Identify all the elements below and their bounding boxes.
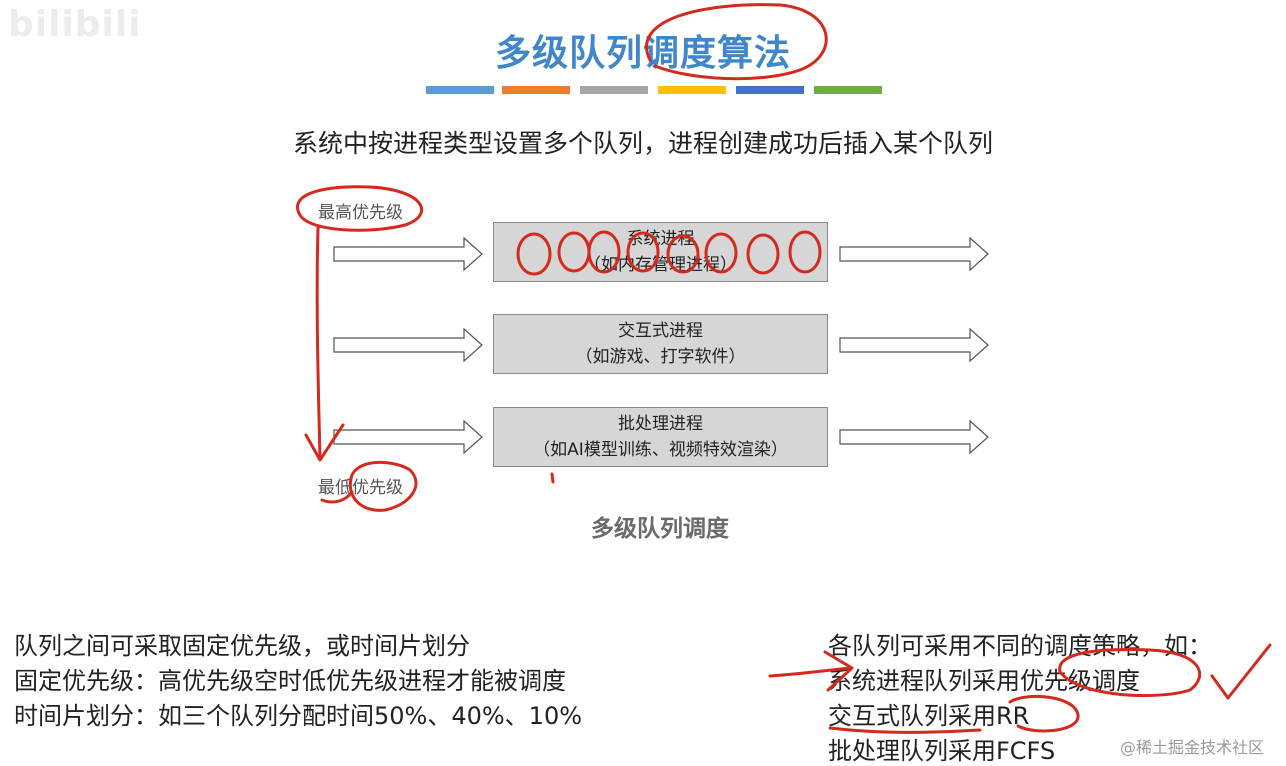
note-left-3: 时间片划分：如三个队列分配时间50%、40%、10%: [14, 702, 583, 730]
note-left-1: 队列之间可采取固定优先级，或时间片划分: [14, 632, 470, 660]
highest-priority-label: 最高优先级: [318, 203, 403, 223]
queue-name: 系统进程: [626, 229, 695, 249]
queue-box-interactive: 交互式进程 （如游戏、打字软件）: [493, 314, 828, 374]
lowest-priority-label: 最低优先级: [318, 478, 403, 498]
color-bar-6: [814, 86, 882, 94]
note-right-4: 批处理队列采用FCFS: [828, 737, 1056, 765]
queue-1-out-arrow-icon: [838, 236, 990, 272]
note-left-2: 固定优先级：高优先级空时低优先级进程才能被调度: [14, 667, 566, 695]
queue-example: （如游戏、打字软件）: [575, 347, 746, 367]
queue-example: （如内存管理进程）: [584, 255, 737, 275]
slide-subtitle: 系统中按进程类型设置多个队列，进程创建成功后插入某个队列: [292, 129, 993, 158]
color-bar-1: [426, 86, 494, 94]
queue-2-in-arrow-icon: [332, 327, 484, 363]
color-bar-4: [658, 86, 726, 94]
slide-title: 多级队列调度算法: [494, 33, 791, 74]
color-bar-3: [580, 86, 648, 94]
queue-box-system: 系统进程 （如内存管理进程）: [493, 222, 828, 282]
color-bar-2: [502, 86, 570, 94]
color-bar-5: [736, 86, 804, 94]
diagram-caption: 多级队列调度: [591, 516, 729, 542]
bilibili-logo: bilibili: [8, 4, 142, 45]
note-right-1: 各队列可采用不同的调度策略，如：: [828, 632, 1212, 660]
queue-2-out-arrow-icon: [838, 327, 990, 363]
note-right-3: 交互式队列采用RR: [828, 702, 1030, 730]
queue-3-out-arrow-icon: [838, 419, 990, 455]
queue-example: （如AI模型训练、视频特效渲染）: [533, 440, 788, 460]
queue-name: 交互式进程: [618, 321, 703, 341]
note-right-2: 系统进程队列采用优先级调度: [828, 667, 1140, 695]
queue-1-in-arrow-icon: [332, 236, 484, 272]
queue-name: 批处理进程: [618, 414, 703, 434]
queue-box-batch: 批处理进程 （如AI模型训练、视频特效渲染）: [493, 407, 828, 467]
juejin-watermark: @稀土掘金技术社区: [1120, 738, 1265, 757]
queue-3-in-arrow-icon: [332, 419, 484, 455]
